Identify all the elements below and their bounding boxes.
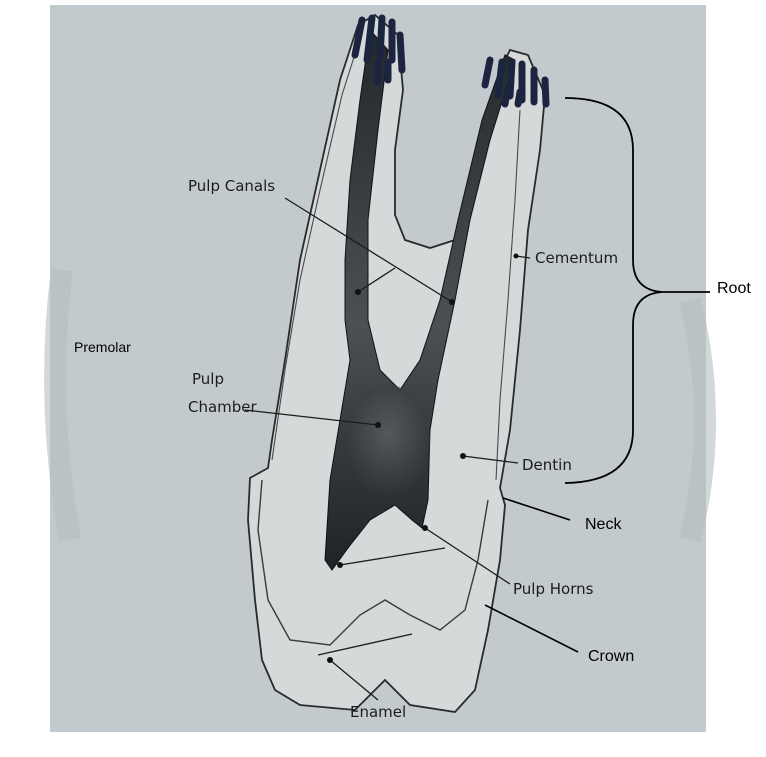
- label-root: Root: [717, 280, 751, 297]
- label-premolar: Premolar: [74, 339, 131, 355]
- label-cementum: Cementum: [535, 249, 618, 267]
- pulp-chamber-shading: [346, 385, 430, 495]
- label-pulp: Pulp: [192, 370, 224, 388]
- label-pulp-canals: Pulp Canals: [188, 177, 275, 195]
- label-dentin: Dentin: [522, 456, 572, 474]
- label-enamel: Enamel: [350, 703, 406, 721]
- label-pulp-horns: Pulp Horns: [513, 580, 594, 598]
- label-crown: Crown: [588, 648, 634, 665]
- label-chamber: Chamber: [188, 398, 258, 416]
- label-neck: Neck: [585, 516, 622, 533]
